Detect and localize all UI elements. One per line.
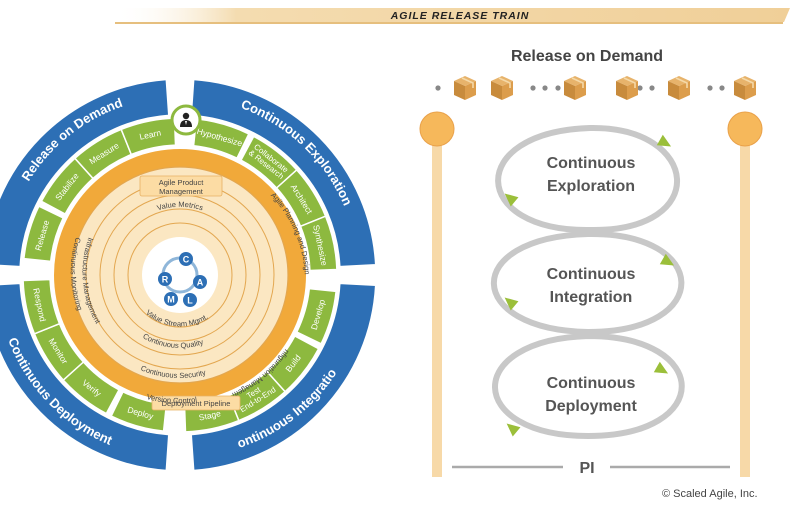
calm-letter: C: [183, 255, 190, 265]
loop-integration: [491, 230, 685, 336]
activity-segment: [120, 117, 177, 156]
calm-node-a: A: [193, 275, 207, 289]
flow-arrow: [504, 297, 519, 311]
release-dot: [719, 85, 725, 91]
calm-letter: A: [197, 278, 204, 288]
calm-node-c: C: [179, 252, 193, 266]
timeline-pole-top-left: [419, 111, 455, 147]
calm-letter: M: [167, 295, 175, 305]
calm-letter: R: [162, 275, 169, 285]
loop-stage-label: Continuous: [547, 266, 636, 283]
activity-segment: [299, 215, 338, 272]
flow-arrow: [653, 361, 669, 374]
release-dot: [637, 85, 643, 91]
loop-stage-label: Deployment: [545, 398, 637, 415]
pi-label: PI: [579, 460, 594, 477]
practice-ring: [71, 166, 289, 384]
calm-node-l: L: [183, 293, 197, 307]
activity-segment: [23, 205, 65, 263]
practice-ring: [127, 222, 233, 328]
release-dot: [530, 85, 536, 91]
banner-title: AGILE RELEASE TRAIN: [390, 10, 530, 22]
package-box-icon: [564, 76, 586, 100]
package-box-icon: [491, 76, 513, 100]
timeline-pole-left: [432, 137, 442, 477]
release-loop-diagram: Release on DemandContinuousExplorationCo…: [419, 48, 763, 477]
release-dot: [555, 85, 561, 91]
calm-node-r: R: [158, 272, 172, 286]
practice-value-metrics: Value Metrics: [156, 200, 205, 213]
activity-segment: [22, 278, 61, 335]
loop-exploration: [495, 124, 680, 234]
banner: AGILE RELEASE TRAIN: [115, 8, 790, 24]
copyright: © Scaled Agile, Inc.: [662, 488, 758, 500]
activity-segment: [192, 118, 250, 160]
practice-label: Deployment Pipeline: [162, 399, 231, 408]
flow-arrow: [656, 134, 672, 147]
release-dot: [707, 85, 713, 91]
package-box-icon: [454, 76, 476, 100]
flow-arrow: [659, 253, 675, 266]
loop-stage-label: Exploration: [547, 178, 635, 195]
package-box-icon: [668, 76, 690, 100]
activity-segment: [295, 287, 337, 345]
calm-node-m: M: [164, 292, 178, 306]
package-box-icon: [616, 76, 638, 100]
calm-letter: L: [187, 296, 193, 306]
practice-deployment-pipeline: Deployment Pipeline: [151, 395, 241, 411]
loop-stage-label: Integration: [550, 289, 633, 306]
release-dot: [435, 85, 441, 91]
activity-label: Learn: [139, 127, 163, 141]
loop-stage-label: Continuous: [547, 375, 636, 392]
calm-center: [142, 237, 218, 313]
flow-arrow: [504, 193, 519, 207]
release-dot: [542, 85, 548, 91]
activity-label: Stage: [198, 408, 222, 422]
person-icon: [180, 112, 192, 127]
loop-deployment: [492, 332, 685, 440]
timeline-pole-top-right: [727, 111, 763, 147]
package-box-icon: [734, 76, 756, 100]
practice-ring: [113, 208, 247, 342]
release-dot: [649, 85, 655, 91]
loop-stage-label: Continuous: [547, 155, 636, 172]
flow-arrow: [506, 423, 521, 437]
timeline-pole-right: [740, 137, 750, 477]
loop-header: Release on Demand: [511, 48, 663, 65]
